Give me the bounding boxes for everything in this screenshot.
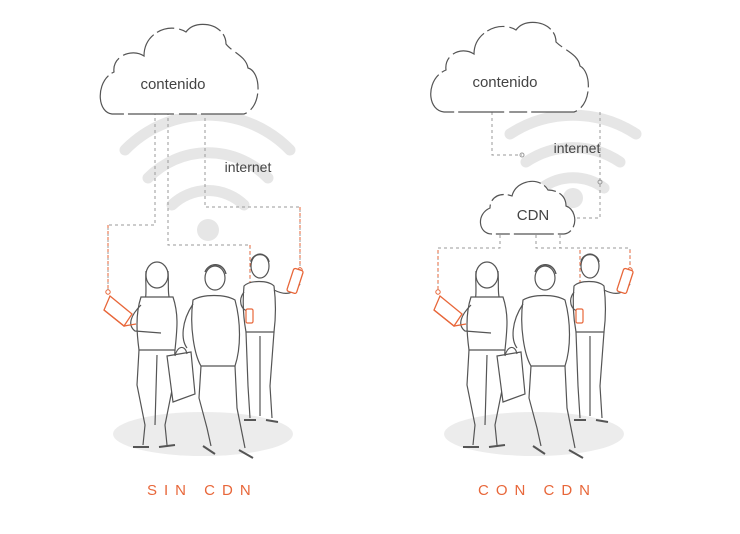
caption-con-cdn: CON CDN — [478, 482, 597, 499]
wifi-icon — [119, 109, 296, 241]
ground-shadow — [113, 412, 293, 456]
network-label: internet — [554, 140, 601, 156]
cdn-label: CDN — [517, 207, 550, 224]
diagram-con-cdn: contenido internet CDN — [430, 21, 642, 459]
caption-sin-cdn: SIN CDN — [147, 482, 258, 499]
cloud-label: contenido — [472, 74, 537, 91]
network-lines — [437, 112, 631, 305]
cloud-label: contenido — [140, 76, 205, 93]
diagram-sin-cdn: contenido internet — [99, 23, 305, 459]
ground-shadow — [444, 412, 624, 456]
content-cloud — [430, 21, 589, 113]
person-back-tablet — [569, 253, 635, 423]
wifi-icon — [504, 109, 642, 208]
person-back-tablet — [239, 253, 305, 423]
content-cloud — [99, 23, 259, 115]
network-lines — [107, 112, 301, 305]
network-label: internet — [225, 159, 272, 175]
cdn-cloud — [479, 180, 576, 235]
